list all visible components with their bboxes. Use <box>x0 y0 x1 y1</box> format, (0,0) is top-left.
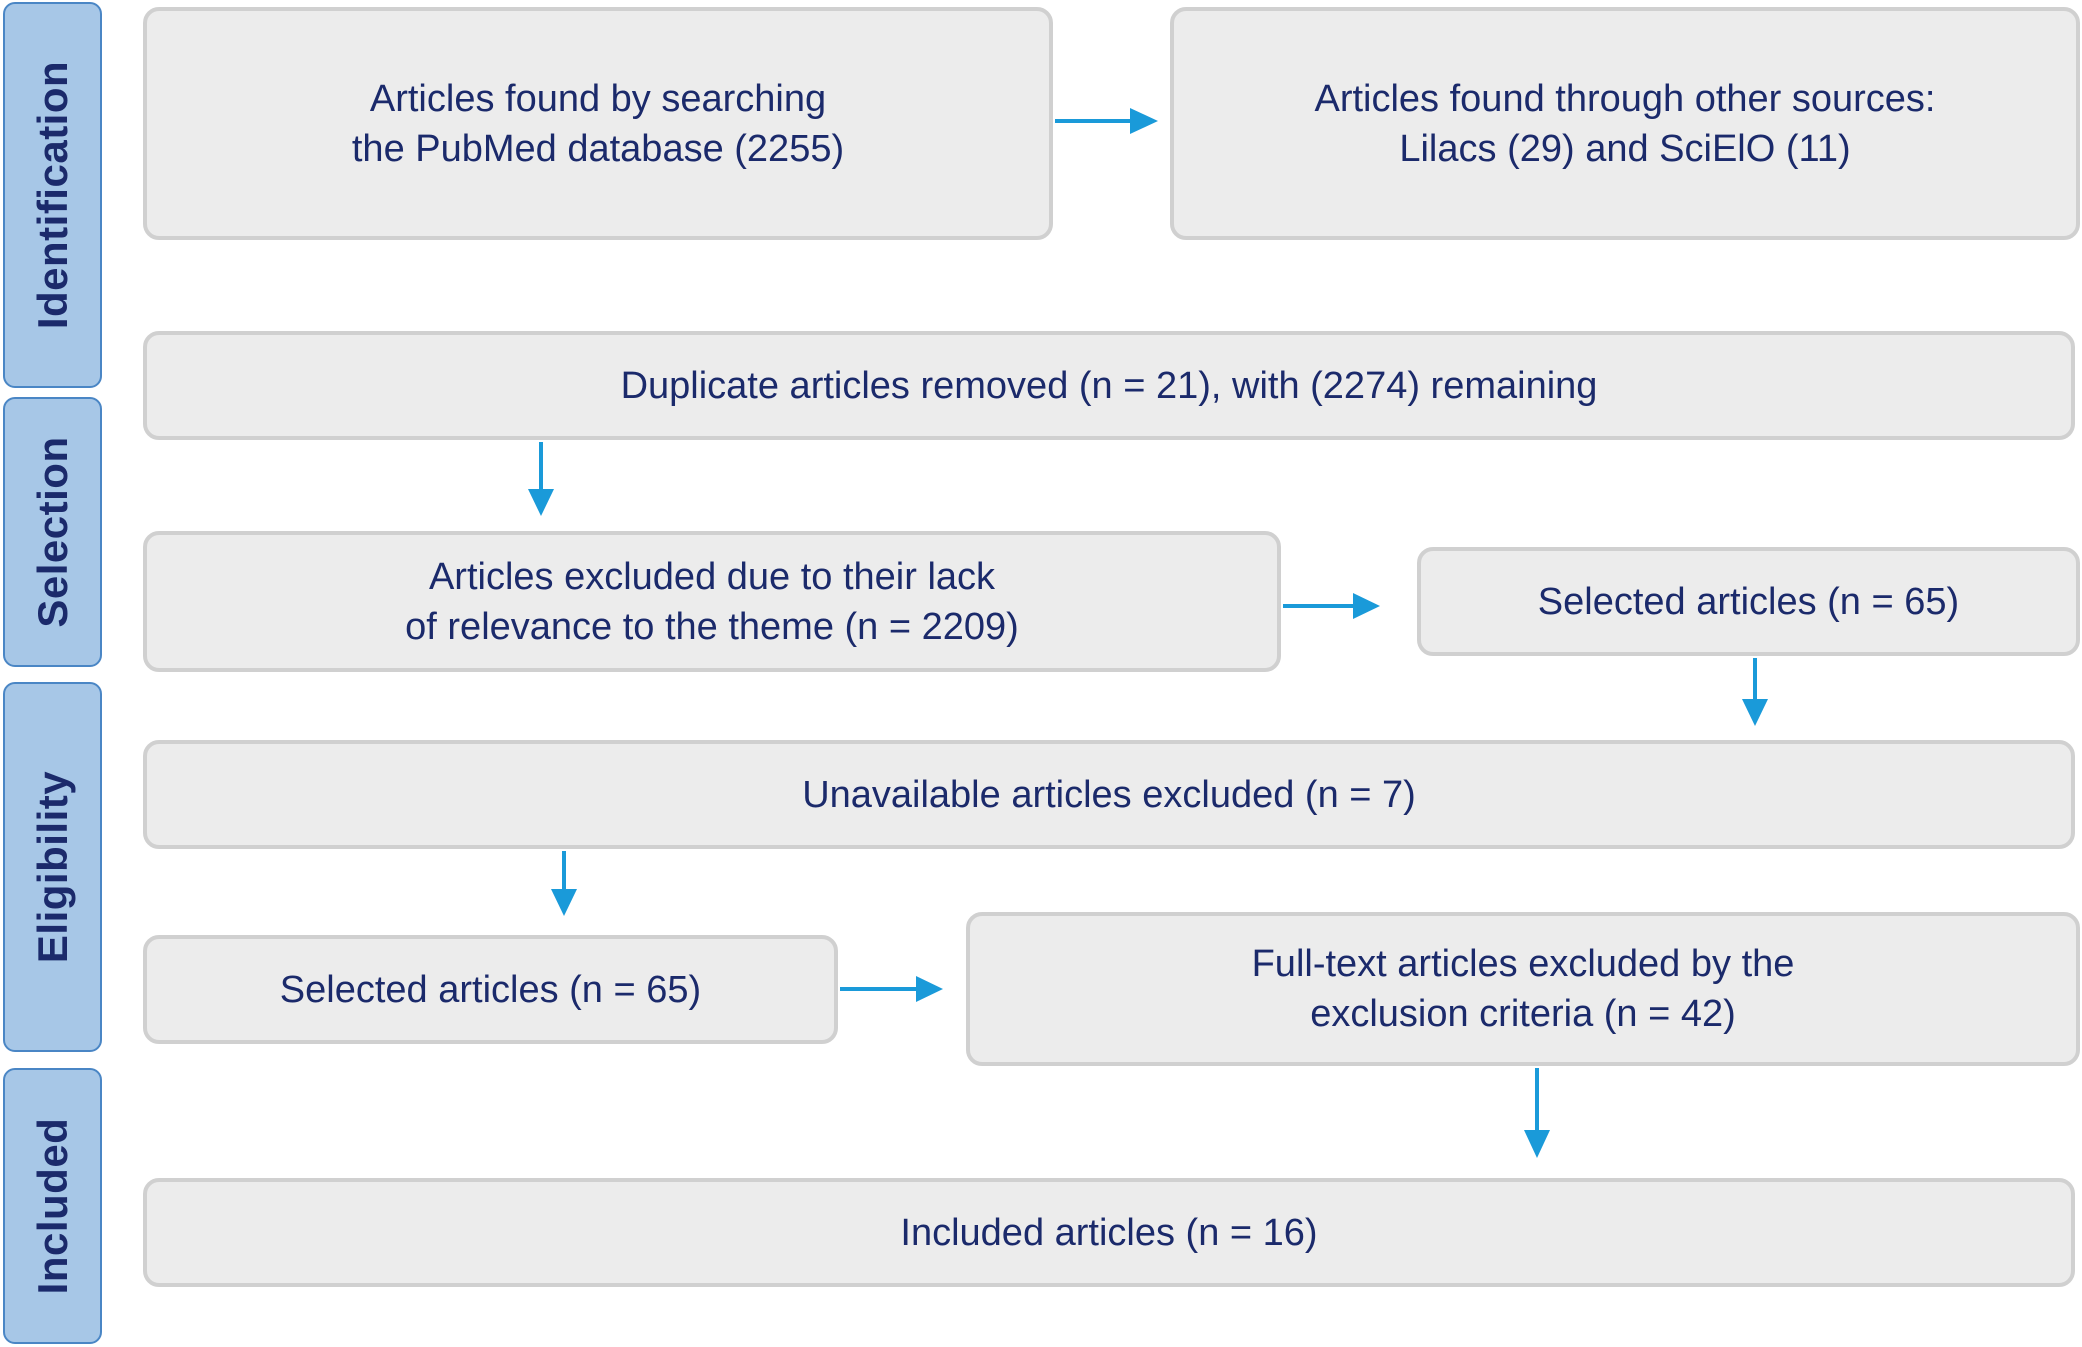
box-pubmed-line-2: the PubMed database (2255) <box>351 127 845 170</box>
phase-selection: Selection <box>3 397 102 667</box>
box-excluded-relevance-line-2: of relevance to the theme (n = 2209) <box>405 605 1019 648</box>
box-other-sources-line-2: Lilacs (29) and SciElO (11) <box>1399 127 1851 170</box>
phase-eligibility: Eligibility <box>3 682 102 1052</box>
box-duplicates-line-1: Duplicate articles removed (n = 21), wit… <box>620 364 1598 407</box>
box-included-articles: Included articles (n = 16) <box>143 1178 2075 1287</box>
box-included-line-1: Included articles (n = 16) <box>900 1211 1318 1254</box>
box-excluded-relevance-line-1: Articles excluded due to their lack <box>428 555 996 598</box>
box-pubmed-search: Articles found by searching the PubMed d… <box>143 7 1053 240</box>
phase-identification: Identification <box>3 2 102 388</box>
arrow-duplicates-to-excluded <box>528 442 554 516</box>
box-unavailable-line-1: Unavailable articles excluded (n = 7) <box>802 773 1416 816</box>
box-pubmed-line-1: Articles found by searching <box>369 77 827 120</box>
box-selected-articles-2: Selected articles (n = 65) <box>143 935 838 1044</box>
box-other-sources: Articles found through other sources: Li… <box>1170 7 2080 240</box>
box-fulltext-excluded: Full-text articles excluded by the exclu… <box>966 912 2080 1066</box>
arrow-unavailable-to-selected-2 <box>551 851 577 916</box>
arrow-selected-1-to-unavailable <box>1742 658 1768 726</box>
box-fulltext-line-2: exclusion criteria (n = 42) <box>1310 993 1736 1035</box>
arrow-selected-2-to-fulltext <box>840 976 943 1002</box>
box-selected-2-line-1: Selected articles (n = 65) <box>279 968 702 1011</box>
box-unavailable-excluded: Unavailable articles excluded (n = 7) <box>143 740 2075 849</box>
box-duplicates-removed: Duplicate articles removed (n = 21), wit… <box>143 331 2075 440</box>
arrow-pubmed-to-other-sources <box>1055 108 1158 134</box>
arrow-fulltext-to-included <box>1524 1068 1550 1158</box>
box-selected-1-line-1: Selected articles (n = 65) <box>1537 580 1960 623</box>
box-selected-articles-1: Selected articles (n = 65) <box>1417 547 2080 656</box>
box-fulltext-line-1: Full-text articles excluded by the <box>1251 943 1795 985</box>
box-excluded-relevance: Articles excluded due to their lack of r… <box>143 531 1281 672</box>
phase-included: Included <box>3 1068 102 1344</box>
arrow-excluded-to-selected-1 <box>1283 593 1380 619</box>
box-other-sources-line-1: Articles found through other sources: <box>1314 77 1936 120</box>
